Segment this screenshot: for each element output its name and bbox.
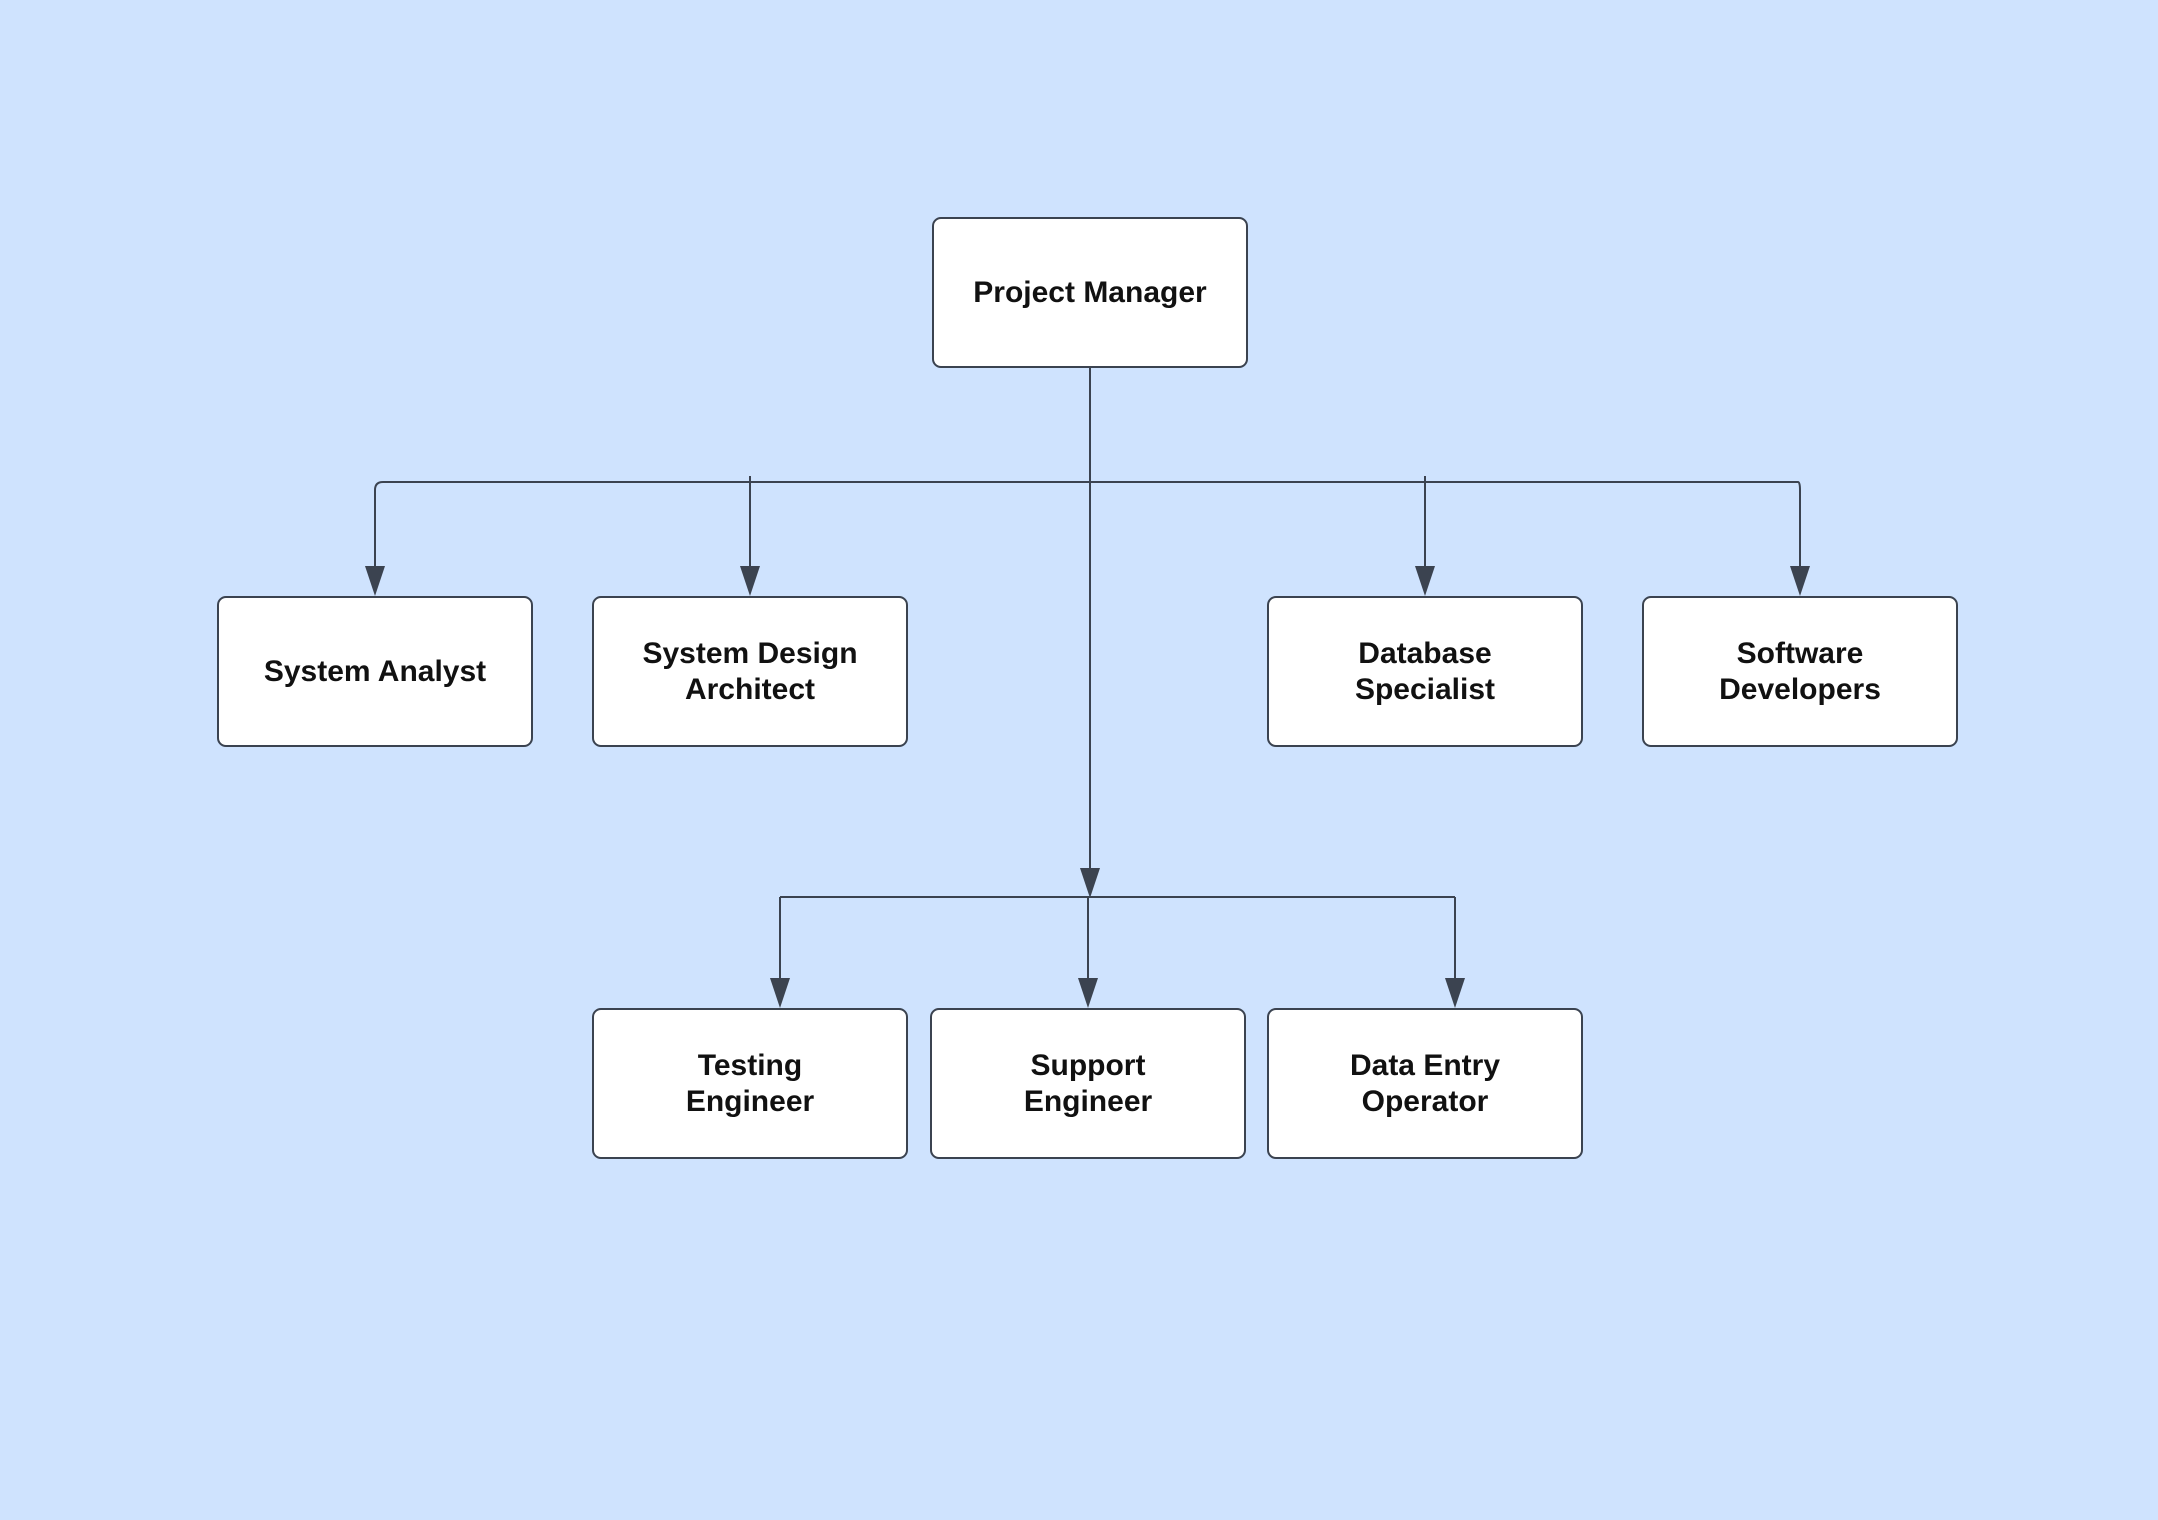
arrowhead-software-developers <box>1790 566 1810 596</box>
node-label-line: Architect <box>684 672 816 706</box>
arrowhead-system-analyst <box>365 566 385 596</box>
node-label-line: Specialist <box>1354 672 1496 706</box>
node-label-line: Testing <box>697 1048 803 1082</box>
arrowhead-data-entry-operator <box>1445 978 1465 1008</box>
node-project-manager[interactable]: Project Manager <box>932 217 1248 368</box>
node-label-line: Project Manager <box>973 275 1207 309</box>
node-label-line: Engineer <box>1023 1084 1153 1118</box>
node-testing-engineer[interactable]: Testing Engineer <box>592 1008 908 1159</box>
node-support-engineer[interactable]: Support Engineer <box>930 1008 1246 1159</box>
connector-corner-left <box>374 481 384 491</box>
node-database-specialist[interactable]: Database Specialist <box>1267 596 1583 747</box>
arrowhead-support-engineer <box>1078 978 1098 1008</box>
arrowhead-trunk <box>1080 868 1100 898</box>
node-label-line: Data Entry <box>1349 1048 1501 1082</box>
node-data-entry-operator[interactable]: Data Entry Operator <box>1267 1008 1583 1159</box>
node-system-analyst[interactable]: System Analyst <box>217 596 533 747</box>
node-software-developers[interactable]: Software Developers <box>1642 596 1958 747</box>
node-system-design-architect[interactable]: System Design Architect <box>592 596 908 747</box>
node-label-line: Developers <box>1719 672 1881 706</box>
node-label-line: Operator <box>1361 1084 1489 1118</box>
arrowhead-testing-engineer <box>770 978 790 1008</box>
connector-corner-right <box>1797 481 1801 491</box>
node-label-line: System Analyst <box>263 654 487 688</box>
arrowhead-system-design-architect <box>740 566 760 596</box>
node-label-line: Engineer <box>685 1084 815 1118</box>
node-label-line: System Design <box>642 636 858 670</box>
arrowhead-database-specialist <box>1415 566 1435 596</box>
node-label-line: Software <box>1736 636 1864 670</box>
node-label-line: Database <box>1358 636 1492 670</box>
node-label-line: Support <box>1030 1048 1146 1082</box>
